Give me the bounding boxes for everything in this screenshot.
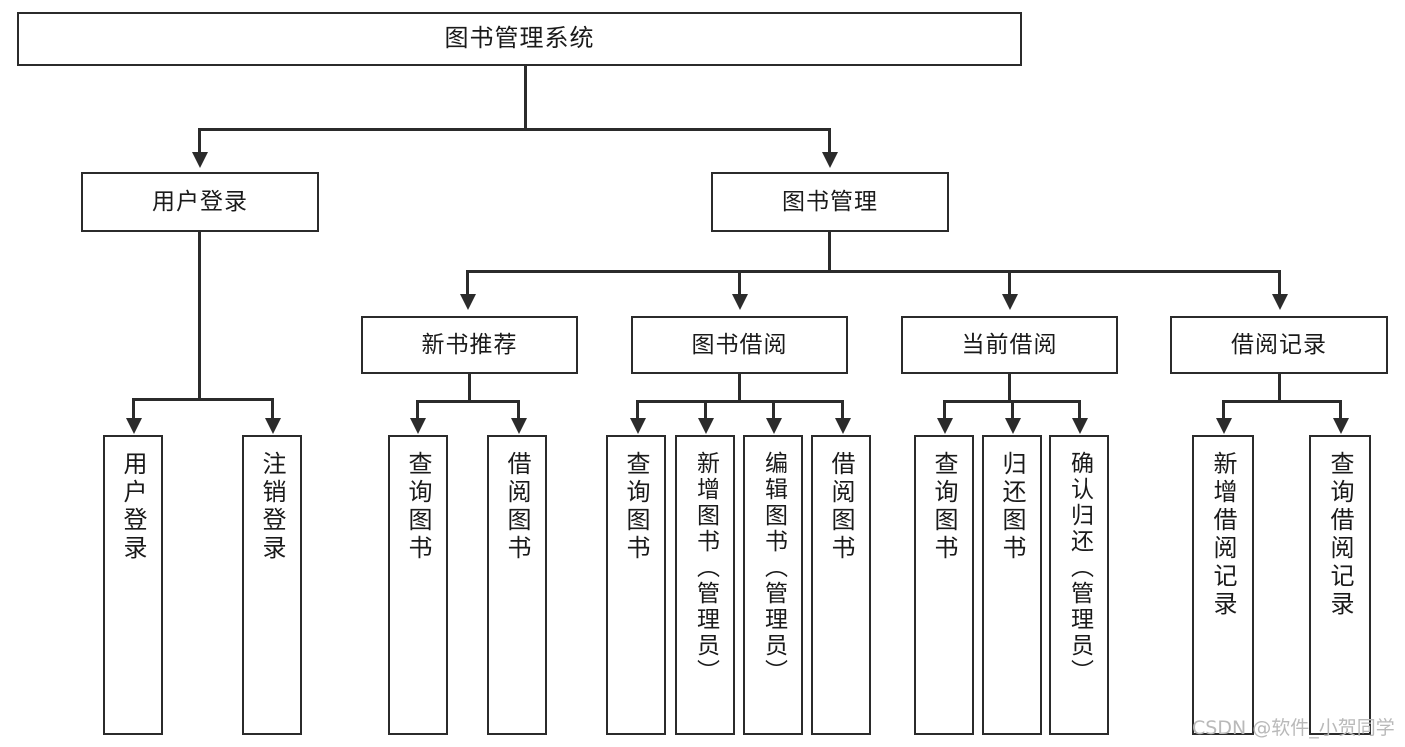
connector-bm-to-book-borrow	[738, 270, 741, 296]
connector-book-management-stem	[828, 232, 831, 272]
arrow-cb-to-leaf-3	[1072, 418, 1088, 434]
node-label: 借阅图书	[503, 451, 531, 563]
connector-root-bus	[198, 128, 830, 131]
connector-bm-to-current-borrow	[1008, 270, 1011, 296]
connector-root-stem	[524, 66, 527, 129]
arrow-nb-to-leaf-2	[511, 418, 527, 434]
leaf-book-borrow-4[interactable]: 借阅图书	[811, 435, 871, 735]
node-label: 查询图书	[404, 451, 432, 563]
arrow-cb-to-leaf-2	[1005, 418, 1021, 434]
node-book-borrow[interactable]: 图书借阅	[631, 316, 848, 374]
connector-bb-to-leaf-2	[704, 400, 707, 420]
connector-user-login-to-leaf-1	[132, 398, 135, 420]
leaf-borrow-record-2[interactable]: 查询借阅记录	[1309, 435, 1371, 735]
connector-nb-to-leaf-2	[517, 400, 520, 420]
connector-bb-to-leaf-1	[636, 400, 639, 420]
csdn-watermark: CSDN @软件_小贺同学	[1192, 717, 1395, 739]
leaf-user-login-1[interactable]: 用户登录	[103, 435, 163, 735]
arrow-nb-to-leaf-1	[410, 418, 426, 434]
leaf-new-book-2[interactable]: 借阅图书	[487, 435, 547, 735]
connector-br-to-leaf-2	[1339, 400, 1342, 420]
leaf-book-borrow-3[interactable]: 编辑图书（管理员）	[743, 435, 803, 735]
arrow-bm-to-new-book	[460, 294, 476, 310]
node-label: 用户登录	[119, 451, 147, 563]
node-borrow-record[interactable]: 借阅记录	[1170, 316, 1388, 374]
node-label: 新增图书（管理员）	[692, 451, 719, 685]
node-label: 查询借阅记录	[1326, 451, 1354, 619]
leaf-new-book-1[interactable]: 查询图书	[388, 435, 448, 735]
connector-current-borrow-stem	[1008, 374, 1011, 402]
arrow-bm-to-book-borrow	[732, 294, 748, 310]
leaf-book-borrow-2[interactable]: 新增图书（管理员）	[675, 435, 735, 735]
leaf-current-borrow-3[interactable]: 确认归还（管理员）	[1049, 435, 1109, 735]
connector-user-login-bus	[132, 398, 271, 401]
node-new-book-recommend[interactable]: 新书推荐	[361, 316, 578, 374]
connector-bb-to-leaf-4	[841, 400, 844, 420]
node-label: 借阅图书	[827, 451, 855, 563]
node-label: 查询图书	[622, 451, 650, 563]
node-label: 借阅记录	[1231, 331, 1327, 358]
node-label: 新增借阅记录	[1209, 451, 1237, 619]
arrow-user-login-to-leaf-2	[265, 418, 281, 434]
node-label: 编辑图书（管理员）	[760, 451, 787, 685]
node-book-management[interactable]: 图书管理	[711, 172, 949, 232]
node-label: 确认归还（管理员）	[1066, 451, 1093, 685]
connector-root-to-book-management	[828, 128, 831, 154]
connector-new-book-bus	[416, 400, 520, 403]
arrow-bb-to-leaf-4	[835, 418, 851, 434]
node-root-book-management-system[interactable]: 图书管理系统	[17, 12, 1022, 66]
connector-current-borrow-bus	[943, 400, 1078, 403]
leaf-book-borrow-1[interactable]: 查询图书	[606, 435, 666, 735]
connector-cb-to-leaf-1	[943, 400, 946, 420]
connector-cb-to-leaf-3	[1078, 400, 1081, 420]
node-label: 当前借阅	[961, 331, 1058, 358]
node-label: 注销登录	[258, 451, 286, 563]
arrow-bm-to-borrow-record	[1272, 294, 1288, 310]
leaf-user-login-2[interactable]: 注销登录	[242, 435, 302, 735]
node-current-borrow[interactable]: 当前借阅	[901, 316, 1118, 374]
arrow-br-to-leaf-2	[1333, 418, 1349, 434]
leaf-current-borrow-2[interactable]: 归还图书	[982, 435, 1042, 735]
arrow-cb-to-leaf-1	[937, 418, 953, 434]
node-label: 新书推荐	[421, 331, 518, 358]
leaf-current-borrow-1[interactable]: 查询图书	[914, 435, 974, 735]
node-label: 归还图书	[998, 451, 1026, 563]
connector-borrow-record-stem	[1278, 374, 1281, 402]
arrow-root-to-user-login	[192, 152, 208, 168]
arrow-root-to-book-management	[822, 152, 838, 168]
node-label: 图书借阅	[691, 331, 788, 358]
node-label: 查询图书	[930, 451, 958, 563]
connector-borrow-record-bus	[1222, 400, 1339, 403]
node-label: 用户登录	[152, 188, 248, 215]
arrow-bb-to-leaf-2	[698, 418, 714, 434]
connector-user-login-to-leaf-2	[271, 398, 274, 420]
leaf-borrow-record-1[interactable]: 新增借阅记录	[1192, 435, 1254, 735]
connector-user-login-stem	[198, 232, 201, 400]
connector-bm-to-borrow-record	[1278, 270, 1281, 296]
arrow-user-login-to-leaf-1	[126, 418, 142, 434]
node-user-login[interactable]: 用户登录	[81, 172, 319, 232]
connector-book-management-bus	[466, 270, 1281, 273]
arrow-br-to-leaf-1	[1216, 418, 1232, 434]
node-label: 图书管理系统	[444, 24, 595, 53]
arrow-bm-to-current-borrow	[1002, 294, 1018, 310]
connector-br-to-leaf-1	[1222, 400, 1225, 420]
connector-bm-to-new-book	[466, 270, 469, 296]
connector-book-borrow-stem	[738, 374, 741, 402]
connector-new-book-stem	[468, 374, 471, 402]
connector-bb-to-leaf-3	[772, 400, 775, 420]
arrow-bb-to-leaf-1	[630, 418, 646, 434]
connector-cb-to-leaf-2	[1011, 400, 1014, 420]
node-label: 图书管理	[782, 188, 878, 215]
arrow-bb-to-leaf-3	[766, 418, 782, 434]
connector-nb-to-leaf-1	[416, 400, 419, 420]
connector-root-to-user-login	[198, 128, 201, 154]
connector-book-borrow-bus	[636, 400, 844, 403]
